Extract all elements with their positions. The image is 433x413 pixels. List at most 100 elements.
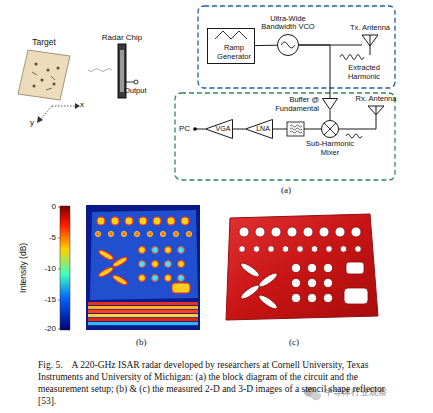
stencil-hole (253, 246, 259, 252)
colorbar-ticks (58, 207, 60, 329)
node-label: Target (14, 38, 74, 48)
target-dot (41, 79, 44, 82)
heat-slot (172, 283, 190, 293)
heat-hole (178, 275, 185, 282)
emitted-wave (88, 69, 112, 72)
heat-hole (147, 231, 152, 236)
node-outline (321, 120, 339, 138)
node-outline (368, 106, 384, 122)
stencil-hole (340, 246, 346, 252)
heat-hole (111, 217, 119, 225)
axes (40, 106, 75, 120)
axis-head (37, 103, 80, 123)
text-label: PC (179, 124, 190, 133)
text-label: x (80, 100, 84, 109)
node-label: Sub-Harmonic Mixer (300, 140, 360, 157)
heat-slot (98, 249, 114, 262)
stencil-hole (297, 246, 303, 252)
heat-hole (152, 275, 159, 282)
heat-hole (173, 231, 178, 236)
text-label: Output (124, 87, 147, 96)
signal-wire (339, 122, 376, 129)
node-label: LNA (256, 125, 270, 133)
antenna-stem (376, 106, 377, 122)
stencil-hole (239, 246, 245, 252)
harmonic-wave (340, 55, 364, 60)
heat-hole (152, 261, 159, 268)
stencil-slot (239, 261, 261, 279)
node-label: Ramp Generator (207, 44, 261, 61)
heat-hole (139, 275, 146, 282)
heat-hole (121, 231, 126, 236)
received-wave (346, 134, 362, 138)
target-plate (18, 50, 70, 100)
target-dot (57, 67, 60, 70)
buffer-triangle (323, 99, 338, 110)
heat-hole (153, 217, 161, 225)
heat-hole (134, 231, 139, 236)
stencil-hole (268, 246, 274, 252)
text-label: 0 (38, 202, 56, 211)
amplifier-triangle (246, 120, 273, 139)
heatmap-features (88, 217, 198, 325)
chip-die (120, 50, 124, 92)
pc-wire (196, 129, 205, 130)
heat-hole (95, 231, 100, 236)
figure-caption: Fig. 5. A 220-GHz ISAR radar developed b… (38, 360, 400, 408)
heatmap-ground (86, 205, 200, 330)
heat-hole (97, 217, 105, 225)
heat-hole (165, 261, 172, 268)
text-label: y (30, 118, 34, 127)
node-outline (18, 50, 70, 100)
node-triDown: Buffer @ Fundamental (322, 98, 338, 110)
node-label: Radar Chip (100, 33, 144, 42)
heat-slot (98, 266, 114, 279)
stencil-hole (351, 227, 361, 237)
node-label: Buffer @ Fundamental (253, 96, 319, 113)
stencil-3d-plate (226, 214, 378, 320)
node-label: Tx. Antenna (342, 24, 398, 33)
node-outline (277, 34, 299, 56)
heat-hole (178, 247, 185, 254)
heat-hole (181, 217, 189, 225)
stencil-hole (311, 246, 317, 252)
text-label: -15 (38, 295, 56, 304)
node-label: Rx. Antenna (348, 95, 404, 104)
target-mark (32, 72, 55, 90)
stencil-hole (307, 278, 316, 287)
heat-stripe (88, 314, 198, 317)
heat-stripe (88, 302, 198, 305)
stencil-slot (239, 283, 261, 301)
heat-hole (139, 217, 147, 225)
text-label: -10 (38, 264, 56, 273)
heat-stripe (88, 322, 198, 325)
node-vco: Ultra-Wide Bandwidth VCO (277, 34, 299, 56)
text-label: -5 (38, 233, 56, 242)
signal-wire (233, 129, 245, 130)
stencil-hole (323, 278, 332, 287)
heat-hole (178, 261, 185, 268)
colorbar (60, 206, 70, 330)
node-triLeft: VGA (205, 119, 233, 139)
stencil-hole (355, 246, 361, 252)
node-para: Target (18, 50, 70, 100)
node-outline (362, 35, 378, 55)
node-label: VGA (216, 125, 231, 133)
heat-stripe (88, 306, 198, 309)
stencil-hole (307, 293, 316, 302)
mixer-cross (324, 123, 336, 135)
heat-hole (186, 231, 191, 236)
text-label: (a) (281, 185, 291, 195)
target-dot (33, 85, 36, 88)
stencil-hole (319, 227, 329, 237)
signal-wire (255, 45, 277, 46)
heat-hole (108, 231, 113, 236)
heat-hole (165, 247, 172, 254)
stencil-hole (282, 246, 288, 252)
stencil-hole (307, 263, 316, 272)
stencil-hole (239, 227, 249, 237)
output-terminal (134, 80, 138, 84)
amplifier-triangle (206, 120, 233, 139)
heat-hole (165, 275, 172, 282)
heat-slot (112, 256, 128, 269)
